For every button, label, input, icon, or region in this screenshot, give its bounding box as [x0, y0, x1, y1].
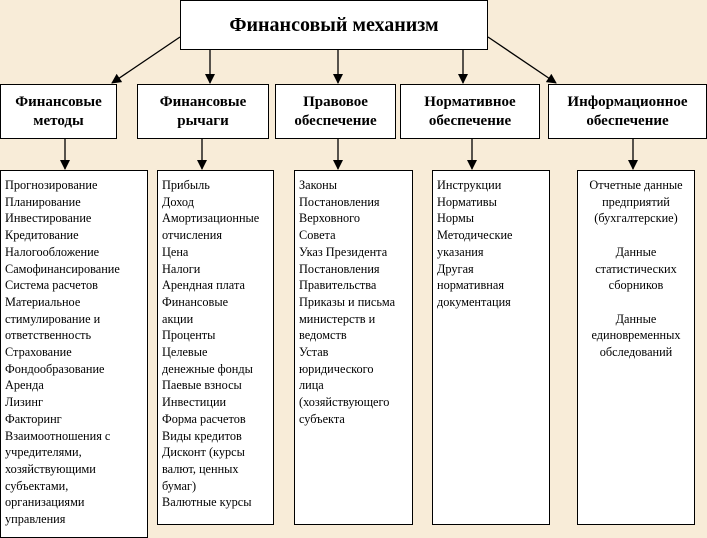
diagram-title: Финансовый механизм: [180, 0, 488, 50]
list-item: Доход: [162, 194, 194, 209]
list-item: Постановления Правительства: [299, 261, 380, 293]
list-item: Прибыль: [162, 178, 210, 192]
list-item: Планирование: [5, 194, 81, 209]
list-item: Материальное стимулирование и ответствен…: [5, 294, 101, 343]
list-item: Приказы и письма министерств и ведомств: [299, 294, 396, 343]
list-item: Нормативы: [437, 194, 497, 209]
list-item: Виды кредитов: [162, 428, 242, 443]
category-financial-methods: Финансовые методы: [0, 84, 117, 139]
list-item: Самофинансирование: [5, 261, 120, 276]
list-item: Форма расчетов: [162, 411, 246, 426]
list-financial-levers: Прибыль Доход Амортизационные отчисления…: [157, 170, 274, 525]
category-financial-levers: Финансовые рычаги: [137, 84, 269, 139]
list-item: Система расчетов: [5, 278, 98, 293]
list-item: Страхование: [5, 345, 72, 360]
list-item: Валютные курсы: [162, 495, 252, 510]
list-item: Финансовые акции: [162, 294, 229, 326]
list-item: Отчетные данные предприятий (бухгалтерск…: [589, 178, 683, 226]
category-information-support: Информационное обеспечение: [548, 84, 707, 139]
list-item: Устав юридического лица (хозяйствующего …: [299, 345, 390, 426]
list-item: Налоги: [162, 261, 201, 276]
list-financial-methods: Прогнозирование Планирование Инвестирова…: [0, 170, 148, 538]
arrow-title-to-info: [487, 36, 557, 84]
list-information-support: Отчетные данные предприятий (бухгалтерск…: [577, 170, 695, 525]
list-item: Данные единовременных обследований: [591, 311, 681, 359]
list-item: Нормы: [437, 211, 475, 226]
list-item: Методические указания: [437, 228, 513, 259]
list-item: Фондообразование: [5, 361, 105, 376]
list-item: Амортизационные отчисления: [162, 211, 260, 243]
list-item: Целевые денежные фонды: [162, 345, 253, 376]
list-item: Факторинг: [5, 411, 62, 426]
list-item: Дисконт (курсы валют, ценных бумаг): [162, 445, 245, 493]
category-normative-support: Нормативное обеспечение: [400, 84, 540, 139]
list-item: Данные статистических сборников: [595, 244, 677, 293]
list-item: Аренда: [5, 378, 44, 393]
list-item: Проценты: [162, 328, 216, 343]
list-item: Указ Президента: [299, 244, 388, 259]
list-item: Постановления Верховного Совета: [299, 194, 380, 243]
list-legal-support: Законы Постановления Верховного Совета У…: [294, 170, 413, 525]
list-item: Другая нормативная документация: [437, 261, 511, 309]
list-item: Цена: [162, 244, 189, 259]
list-item: Инвестиции: [162, 395, 227, 410]
list-item: Взаимоотношения с учредителями, хозяйств…: [5, 428, 111, 527]
list-item: Инвестирование: [5, 211, 92, 226]
list-item: Лизинг: [5, 395, 43, 410]
list-item: Законы: [299, 178, 337, 192]
list-item: Инструкции: [437, 178, 502, 192]
list-item: Налогообложение: [5, 244, 100, 259]
list-item: Прогнозирование: [5, 178, 98, 192]
list-spacer: [578, 294, 694, 311]
list-item: Паевые взносы: [162, 378, 242, 393]
list-normative-support: Инструкции Нормативы Нормы Методические …: [432, 170, 550, 525]
arrow-title-to-methods: [111, 36, 181, 84]
list-item: Арендная плата: [162, 278, 245, 293]
list-item: Кредитование: [5, 228, 79, 243]
list-spacer: [578, 227, 694, 244]
category-legal-support: Правовое обеспечение: [275, 84, 396, 139]
